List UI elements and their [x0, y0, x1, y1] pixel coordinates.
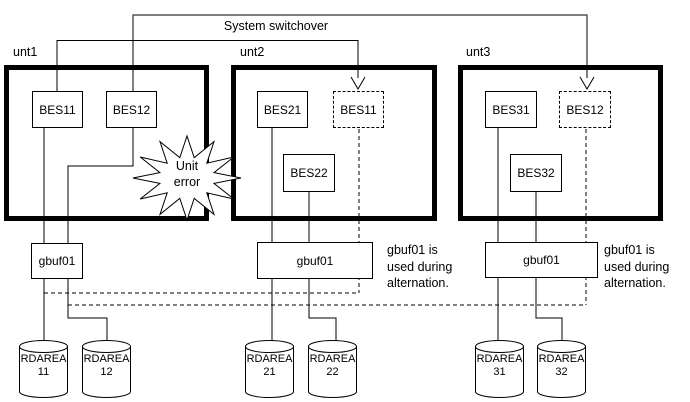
switchover-arrowhead-unt2-icon: [350, 76, 366, 90]
unit-box-unt3: [458, 65, 663, 221]
cylinder-shape-icon: [308, 340, 357, 398]
switchover-arrowhead-unt3-icon: [579, 76, 595, 90]
rdarea-31-label: RDAREA 31: [475, 353, 524, 379]
cylinder-shape-icon: [537, 340, 586, 398]
rdarea-11-label: RDAREA 11: [19, 353, 68, 379]
note-unt2-line-3: alternation.: [387, 276, 449, 290]
gbuf01-box-unt2: gbuf01: [257, 242, 373, 279]
gbuf1-to-rdarea12-line: [67, 279, 108, 346]
rdarea-name: RDAREA: [246, 353, 293, 365]
unit-label-unt1: unt1: [13, 45, 38, 59]
bes31-box: BES31: [485, 91, 537, 128]
cylinder-shape-icon: [82, 340, 131, 398]
note-unt3: gbuf01 is used during alternation.: [604, 242, 669, 292]
rdarea-22-cylinder: RDAREA 22: [308, 340, 357, 398]
unit-error-line-2: error: [173, 175, 201, 189]
rdarea-id: 11: [37, 366, 50, 378]
rdarea-id: 22: [326, 366, 339, 378]
gbuf2-to-rdarea22-line: [308, 279, 337, 346]
rdarea-id: 31: [493, 366, 506, 378]
note-unt3-line-1: gbuf01 is: [604, 243, 655, 257]
cylinder-shape-icon: [245, 340, 294, 398]
standby-bes11-box: BES11: [333, 91, 384, 128]
unit-error-line-1: Unit: [175, 159, 199, 173]
rdarea-12-label: RDAREA 12: [82, 353, 131, 379]
rdarea-id: 32: [555, 366, 568, 378]
rdarea-name: RDAREA: [538, 353, 585, 365]
rdarea-name: RDAREA: [309, 353, 356, 365]
unit-label-unt3: unt3: [466, 45, 491, 59]
rdarea-21-label: RDAREA 21: [245, 353, 294, 379]
bes11-box: BES11: [32, 91, 83, 128]
bes12-box: BES12: [106, 91, 157, 128]
standby-bes12-box: BES12: [559, 91, 611, 128]
bes21-box: BES21: [257, 91, 308, 128]
rdarea-32-cylinder: RDAREA 32: [537, 340, 586, 398]
bes32-box: BES32: [510, 154, 562, 192]
unit-box-unt2: [231, 65, 437, 221]
note-unt3-line-3: alternation.: [604, 276, 666, 290]
rdarea-11-cylinder: RDAREA 11: [19, 340, 68, 398]
gbuf01-box-unt1: gbuf01: [31, 243, 83, 279]
note-unt2-line-1: gbuf01 is: [387, 243, 438, 257]
rdarea-22-label: RDAREA 22: [308, 353, 357, 379]
note-unt2-line-2: used during: [387, 259, 453, 274]
unit-label-unt2: unt2: [240, 45, 265, 59]
unit-error-label: Unit error: [157, 158, 217, 190]
cylinder-shape-icon: [19, 340, 68, 398]
rdarea-12-cylinder: RDAREA 12: [82, 340, 131, 398]
note-unt3-line-2: used during: [604, 259, 670, 274]
rdarea-32-label: RDAREA 32: [537, 353, 586, 379]
rdarea-21-cylinder: RDAREA 21: [245, 340, 294, 398]
rdarea-31-cylinder: RDAREA 31: [475, 340, 524, 398]
system-switchover-label: System switchover: [223, 19, 329, 33]
gbuf3-to-rdarea32-line: [535, 278, 563, 346]
rdarea-id: 12: [100, 366, 113, 378]
unit-box-unt1: [4, 65, 209, 221]
rdarea-name: RDAREA: [83, 353, 130, 365]
rdarea-id: 21: [263, 366, 276, 378]
bes22-box: BES22: [283, 154, 335, 192]
note-unt2: gbuf01 is used during alternation.: [387, 242, 452, 292]
rdarea-name: RDAREA: [476, 353, 523, 365]
switchover-line-bes12: [132, 14, 588, 91]
rdarea-name: RDAREA: [20, 353, 67, 365]
cylinder-shape-icon: [475, 340, 524, 398]
gbuf01-box-unt3: gbuf01: [485, 242, 598, 278]
